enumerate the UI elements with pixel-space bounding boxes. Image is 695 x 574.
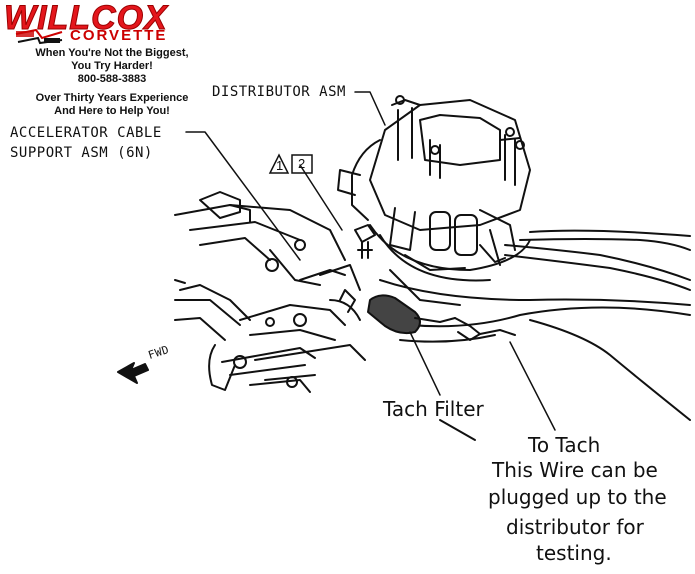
tagline-line2: You Try Harder! <box>71 60 153 72</box>
reference-number-1: 1 <box>276 158 284 173</box>
body-outline <box>329 299 691 441</box>
brand-subtitle: CORVETTE <box>70 27 168 44</box>
note-line2: plugged up to the <box>488 485 667 509</box>
fwd-arrow <box>117 362 149 384</box>
tagline-line1: When You're Not the Biggest, <box>35 47 189 59</box>
bolt-part <box>354 224 376 259</box>
reference-marker: 1 2 <box>268 152 316 176</box>
throttle-linkage <box>208 264 366 393</box>
wiring-harness <box>379 229 691 343</box>
warning-triangle-icon <box>268 153 313 174</box>
experience-line1: Over Thirty Years Experience <box>35 92 189 104</box>
reference-number-2: 2 <box>298 156 306 171</box>
leader-lines <box>185 91 556 431</box>
note-line1: This Wire can be <box>492 458 658 482</box>
crossed-flags-icon <box>15 28 63 45</box>
experience-line2: And Here to Help You! <box>54 105 170 117</box>
distributor-label: DISTRIBUTOR ASM <box>212 84 346 100</box>
accelerator-cable-label-line2: SUPPORT ASM (6N) <box>10 145 153 161</box>
to-tach-label: To Tach <box>528 433 601 457</box>
tach-filter-label: Tach Filter <box>383 397 484 421</box>
note-line3: distributor for <box>506 515 644 539</box>
phone-number: 800-588-3883 <box>77 73 147 85</box>
tach-filter-part <box>367 294 516 341</box>
distributor-cap <box>337 95 531 306</box>
intake-manifold <box>174 191 346 341</box>
accelerator-cable-label-line1: ACCELERATOR CABLE <box>10 125 162 141</box>
note-line4: testing. <box>536 541 612 565</box>
